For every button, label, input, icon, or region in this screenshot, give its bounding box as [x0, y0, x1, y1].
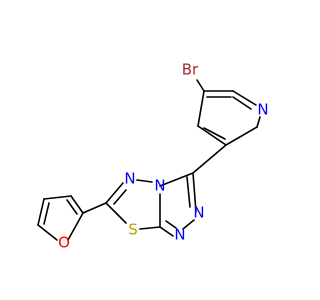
bond-furan-c4-c5-inner: [43, 202, 50, 225]
chemical-structure-canvas: Br N N N N N O S: [37, 60, 269, 252]
bond-furan-o-c2: [67, 212, 84, 241]
bond-furan-c2-c3: [70, 195, 84, 214]
pyridine-nitrogen-label: N: [257, 101, 268, 119]
atom-label-layer: Br N N N N N O S: [58, 61, 269, 252]
bond-pyridine-n-c6-inner: [232, 96, 252, 110]
bond-pyridine-c2-n: [256, 116, 261, 128]
bond-pyridine-to-triazole: [192, 144, 227, 174]
bond-pyridine-c3-c2: [225, 126, 258, 146]
bond-thiadiazole-n5-c6-inner: [113, 189, 127, 205]
bond-thiadiazole-to-furan: [82, 202, 107, 214]
bond-triazole-c3-n2: [192, 172, 197, 213]
bond-triazole-n1-c8a-inner: [165, 220, 177, 229]
bond-furan-c5-o: [37, 224, 58, 241]
bridgehead-nitrogen-label: N: [154, 177, 165, 195]
furan-oxygen-label: O: [58, 234, 70, 252]
triazole-nitrogen-upper-label: N: [193, 204, 204, 222]
bond-pyridine-n-c6: [232, 90, 257, 106]
bond-pyridine-c4-c3: [197, 125, 227, 146]
triazole-nitrogen-lower-label: N: [174, 226, 185, 244]
molecule-diagram: Br N N N N N O S: [37, 61, 269, 252]
bond-triazole-c3-n2-inner: [186, 176, 191, 208]
bond-c-br: [196, 79, 205, 92]
bond-pyridine-c4-c3-inner: [203, 127, 226, 140]
thiadiazole-nitrogen-label: N: [124, 170, 135, 188]
bond-thiadiazole-n5-c6: [105, 182, 124, 204]
bond-triazole-n1-c8a: [159, 226, 174, 237]
bond-thiadiazole-c6-s: [105, 202, 127, 224]
bond-layer: [37, 79, 261, 241]
bond-thiadiazole-s-c8a: [139, 226, 161, 230]
bond-triazole-n2-n1: [182, 219, 195, 230]
bond-furan-c3-c4: [43, 195, 72, 200]
bond-furan-c4-c5: [37, 198, 45, 226]
bond-furan-c2-c3-inner: [66, 199, 78, 215]
bromine-atom-label: Br: [182, 61, 199, 79]
sulfur-atom-label: S: [128, 221, 138, 239]
bond-triazole-c3-n4: [159, 172, 194, 187]
bond-thiadiazole-n4-n5: [136, 179, 153, 183]
bond-pyridine-c5-c4: [197, 90, 205, 127]
